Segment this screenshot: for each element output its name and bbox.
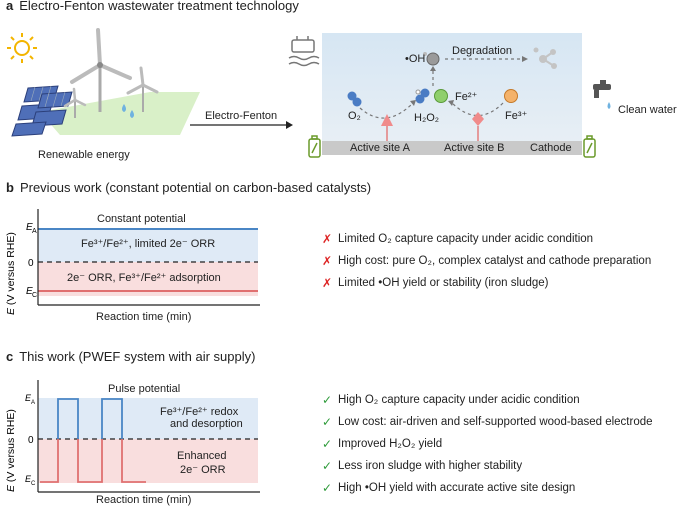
list-item: ✓High O₂ capture capacity under acidic c… <box>322 393 580 407</box>
fe2-ion <box>434 89 448 103</box>
wind-turbine-icon <box>63 28 159 118</box>
active-site-a-marker <box>381 114 393 126</box>
pulse-wave-low <box>77 439 103 483</box>
cathode-label: Cathode <box>530 142 572 154</box>
list-item: ✓Less iron sludge with higher stability <box>322 459 523 473</box>
cross-icon: ✗ <box>322 276 333 290</box>
ea-tick: E <box>25 393 32 403</box>
pulse-wave-high <box>57 398 79 439</box>
check-icon: ✓ <box>322 393 333 407</box>
ground-shape <box>40 92 200 135</box>
list-item: ✗High cost: pure O₂, complex catalyst an… <box>322 254 652 268</box>
h2o2-molecule <box>415 88 430 104</box>
factory-icon <box>288 36 320 67</box>
active-site-a-label: Active site A <box>350 142 410 154</box>
svg-text:A: A <box>32 228 37 235</box>
cross-icon: ✗ <box>322 254 333 268</box>
list-item: ✓Low cost: air-driven and self-supported… <box>322 415 653 429</box>
arrow-to-cathode <box>190 121 293 129</box>
lower-region-label-2: 2e⁻ ORR <box>180 464 226 476</box>
x-axis-label: Reaction time (min) <box>96 311 192 323</box>
svg-text:A: A <box>31 400 35 406</box>
renewable-energy-label: Renewable energy <box>38 149 130 161</box>
electro-fenton-label: Electro-Fenton <box>205 110 278 122</box>
upper-region-label-1: Fe³⁺/Fe²⁺ redox <box>160 406 239 418</box>
panel-c-chart: E A 0 E C E (V versus RHE) <box>5 380 260 493</box>
y-axis-label: E (V versus RHE) <box>5 232 17 315</box>
list-item: ✗Limited O₂ capture capacity under acidi… <box>322 232 594 246</box>
list-item: ✓High •OH yield with accurate active sit… <box>322 481 576 495</box>
upper-region-label-2: and desorption <box>170 418 243 430</box>
zero-tick: 0 <box>28 435 34 446</box>
check-icon: ✓ <box>322 415 333 429</box>
clean-water-label: Clean water <box>618 104 677 116</box>
check-icon: ✓ <box>322 481 333 495</box>
o2-molecule <box>347 91 362 107</box>
svg-text:C: C <box>32 292 37 299</box>
x-axis-label: Reaction time (min) <box>96 494 192 506</box>
degradation-label: Degradation <box>452 45 512 57</box>
pulse-potential-label: Pulse potential <box>108 383 181 395</box>
reactor-box <box>322 33 582 145</box>
sun-icon <box>7 33 37 63</box>
lower-region-label: 2e⁻ ORR, Fe³⁺/Fe²⁺ adsorption <box>67 272 221 284</box>
ec-tick: E <box>25 474 32 484</box>
o2-label: O₂ <box>348 110 361 122</box>
constant-potential-label: Constant potential <box>97 213 186 225</box>
fe3-ion <box>504 89 518 103</box>
active-site-b-marker <box>472 112 484 126</box>
cross-icon: ✗ <box>322 232 333 246</box>
battery-icon <box>308 135 596 158</box>
ec-tick: E <box>26 286 33 297</box>
svg-text:C: C <box>31 481 36 487</box>
list-item: ✗Limited •OH yield or stability (iron sl… <box>322 276 549 290</box>
fe3-label: Fe³⁺ <box>505 110 528 122</box>
water-drop-icon <box>607 102 611 109</box>
degraded-molecule-icon <box>533 47 557 69</box>
zero-tick: 0 <box>28 258 34 269</box>
cathode-bar <box>322 141 582 155</box>
ea-tick: E <box>26 222 33 233</box>
panel-b-chart: E A 0 E C E (V versus RHE) <box>5 209 260 315</box>
water-drop-icon <box>122 104 134 118</box>
upper-region-label: Fe³⁺/Fe²⁺, limited 2e⁻ ORR <box>81 238 216 250</box>
fe2-label: Fe²⁺ <box>455 91 478 103</box>
oh-label: •OH <box>405 53 426 65</box>
y-axis-label: E (V versus RHE) <box>5 409 17 492</box>
oh-molecule <box>426 52 440 66</box>
check-icon: ✓ <box>322 459 333 473</box>
list-item: ✓Improved H₂O₂ yield <box>322 437 443 451</box>
check-icon: ✓ <box>322 437 333 451</box>
active-site-b-label: Active site B <box>444 142 505 154</box>
faucet-icon <box>593 80 611 98</box>
panel-c-bullet-list: ✓High O₂ capture capacity under acidic c… <box>322 389 653 499</box>
h2o2-label: H₂O₂ <box>414 112 440 124</box>
panel-a-diagram <box>7 28 611 158</box>
lower-region-label-1: Enhanced <box>177 450 227 462</box>
panel-b-bullet-list: ✗Limited O₂ capture capacity under acidi… <box>322 228 651 294</box>
